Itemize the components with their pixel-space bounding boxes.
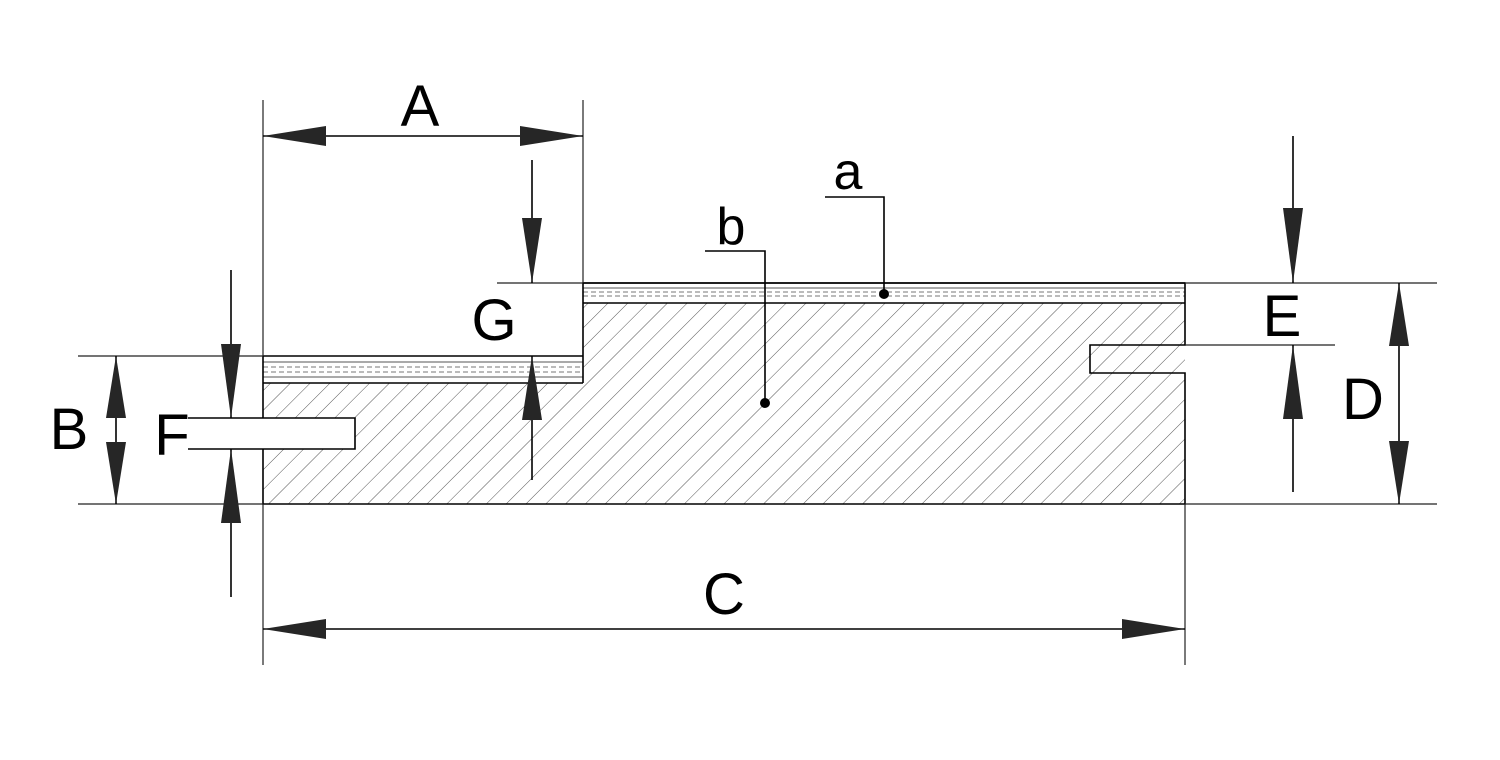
dimension-g: G <box>471 160 542 480</box>
dimension-b-label: B <box>50 397 89 462</box>
leader-b-label: b <box>717 198 746 256</box>
dimension-a: A <box>263 74 583 146</box>
dimension-d-label: D <box>1342 367 1384 432</box>
dimension-a-label: A <box>401 74 440 139</box>
left-groove <box>188 417 356 450</box>
dimension-f: F <box>154 270 241 597</box>
dimension-c: C <box>263 562 1185 639</box>
panel-core-hatched <box>263 303 1185 504</box>
dimension-g-label: G <box>471 288 516 353</box>
dimension-f-label: F <box>154 403 189 468</box>
extension-lines <box>78 100 1437 665</box>
leader-a: a <box>825 143 889 299</box>
dimension-b: B <box>50 356 126 504</box>
surface-layer-left <box>263 355 583 384</box>
dimension-d: D <box>1342 283 1409 504</box>
dimension-c-label: C <box>703 562 745 627</box>
dimension-e: E <box>1263 136 1303 492</box>
leader-a-label: a <box>834 143 863 201</box>
leader-b: b <box>705 198 770 408</box>
dimension-e-label: E <box>1263 284 1302 349</box>
